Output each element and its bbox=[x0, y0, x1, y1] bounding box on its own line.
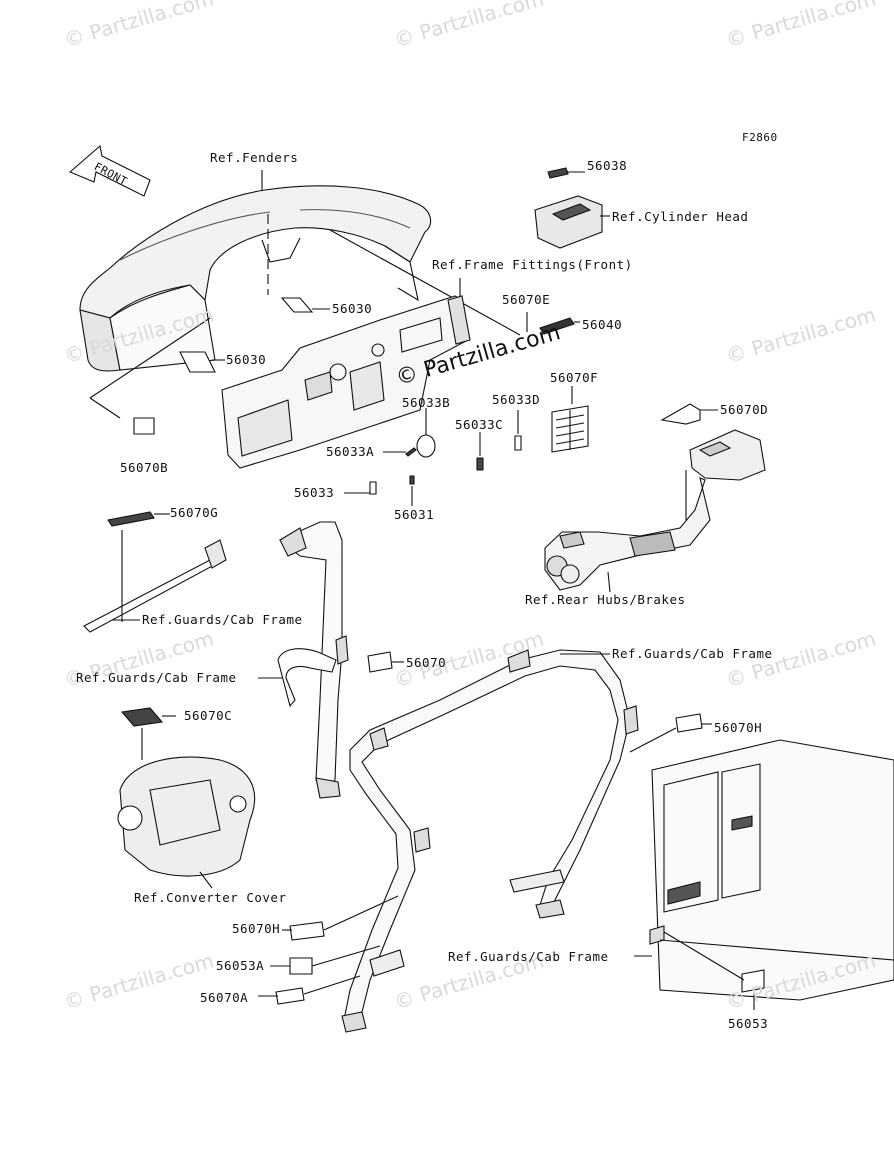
label-56033B: 56033B bbox=[402, 395, 451, 410]
rear-hubs-part bbox=[544, 403, 766, 593]
label-56070B: 56070B bbox=[120, 460, 169, 475]
label-56053A: 56053A bbox=[216, 958, 265, 973]
label-ref-guards-1: Ref.Guards/Cab Frame bbox=[142, 612, 303, 627]
label-56070D: 56070D bbox=[720, 402, 769, 417]
label-56070F: 56070F bbox=[550, 370, 599, 385]
label-56070G: 56070G bbox=[170, 505, 219, 520]
label-ref-guards-3: Ref.Guards/Cab Frame bbox=[76, 670, 237, 685]
frame-fitting-part bbox=[221, 278, 471, 469]
label-56030-lower: 56030 bbox=[226, 352, 267, 367]
label-56033A: 56033A bbox=[326, 444, 375, 459]
label-ref-frame-fittings: Ref.Frame Fittings(Front) bbox=[432, 257, 633, 272]
label-56070A: 56070A bbox=[200, 990, 249, 1005]
label-56070: 56070 bbox=[406, 655, 447, 670]
guard-rail-part bbox=[83, 511, 227, 633]
label-56030-upper: 56030 bbox=[332, 301, 373, 316]
label-56033D: 56033D bbox=[492, 392, 541, 407]
label-ref-fenders: Ref.Fenders bbox=[210, 150, 299, 165]
label-56070C: 56070C bbox=[184, 708, 233, 723]
roll-bar-part bbox=[341, 649, 639, 1033]
label-56070E: 56070E bbox=[502, 292, 551, 307]
label-56038: 56038 bbox=[587, 158, 628, 173]
label-56033: 56033 bbox=[294, 485, 335, 500]
label-56053: 56053 bbox=[728, 1016, 769, 1031]
label-56031: 56031 bbox=[394, 507, 435, 522]
label-ref-rear-hubs: Ref.Rear Hubs/Brakes bbox=[525, 592, 686, 607]
converter-cover-part bbox=[117, 707, 256, 889]
label-56070H-lower: 56070H bbox=[232, 921, 281, 936]
fender-part bbox=[79, 185, 432, 372]
label-56070H-upper: 56070H bbox=[714, 720, 763, 735]
label-ref-cylinder-head: Ref.Cylinder Head bbox=[612, 209, 749, 224]
door-part bbox=[649, 739, 894, 1001]
label-56040: 56040 bbox=[582, 317, 623, 332]
cylinder-head-part bbox=[534, 167, 610, 249]
figure-code: F2860 bbox=[742, 131, 778, 144]
label-56033C: 56033C bbox=[455, 417, 504, 432]
label-ref-guards-4: Ref.Guards/Cab Frame bbox=[448, 949, 609, 964]
label-ref-guards-2: Ref.Guards/Cab Frame bbox=[612, 646, 773, 661]
label-ref-converter-cover: Ref.Converter Cover bbox=[134, 890, 287, 905]
cab-frame-part bbox=[277, 521, 349, 799]
front-arrow-icon bbox=[68, 144, 151, 197]
